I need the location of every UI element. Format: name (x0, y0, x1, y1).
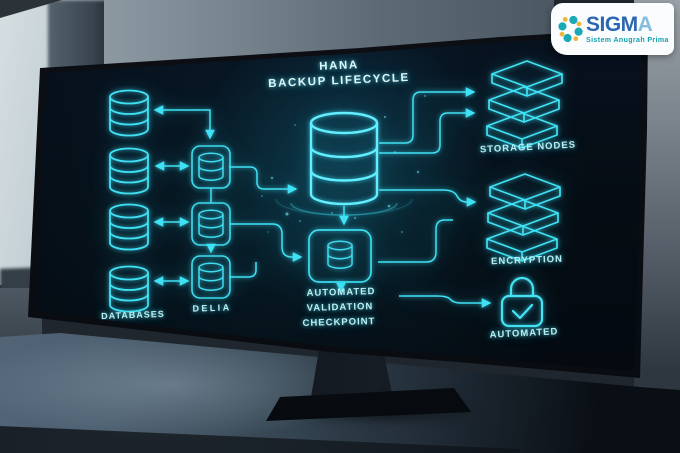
delta-label: DELIA (192, 302, 232, 314)
edge-db1-delta1 (153, 105, 215, 140)
database-box-icon (198, 152, 224, 181)
databases-column (109, 89, 149, 313)
database-cylinder-icon (109, 89, 149, 137)
edge-delta1-core (229, 166, 298, 194)
checkpoint-box (308, 229, 372, 283)
database-cylinder-icon (109, 147, 149, 195)
edge-core-encryption (379, 189, 477, 207)
database-box-icon (327, 240, 353, 270)
checkpoint-label-line1: AUTOMATED (306, 286, 376, 299)
logo-brand-name: SIGMA (586, 14, 669, 35)
database-cylinder-icon (109, 203, 149, 251)
lock-check-icon (500, 276, 544, 328)
database-box-icon (198, 209, 224, 238)
checkpoint-label-line2: VALIDATION (306, 301, 374, 314)
logo-brand-accent: A (637, 13, 653, 36)
edge-checkpoint-lock (399, 295, 492, 308)
encryption-stack-icon (486, 173, 561, 262)
delta-box (191, 145, 231, 189)
screen-title-line1: HANA (318, 59, 360, 73)
delta-box (191, 202, 231, 246)
edge-checkpoint-up-hook (378, 219, 453, 263)
edge-delta2-checkpoint (230, 223, 303, 262)
delta-column (191, 145, 231, 299)
checkpoint-node (308, 229, 372, 283)
connector-lines (153, 87, 492, 308)
logo-brand-main: SIGM (586, 13, 638, 36)
database-box-icon (198, 262, 224, 292)
edge-core-storage-2 (379, 108, 476, 154)
edge-delta3-join (229, 262, 257, 278)
storage-stack-icon (486, 60, 563, 149)
database-cylinder-icon (109, 265, 149, 313)
sigma-logo-card: SIGMA Sistem Anugrah Prima (551, 3, 674, 55)
checkpoint-label-line3: CHECKPOINT (302, 316, 376, 329)
glow-particles (261, 95, 426, 233)
delta-box (191, 255, 231, 299)
logo-text-block: SIGMA Sistem Anugrah Prima (586, 14, 669, 44)
edge-core-storage-1 (379, 87, 476, 144)
hana-core-database-icon (309, 111, 379, 206)
logo-tagline: Sistem Anugrah Prima (586, 37, 669, 44)
sigma-flower-icon (558, 15, 583, 43)
